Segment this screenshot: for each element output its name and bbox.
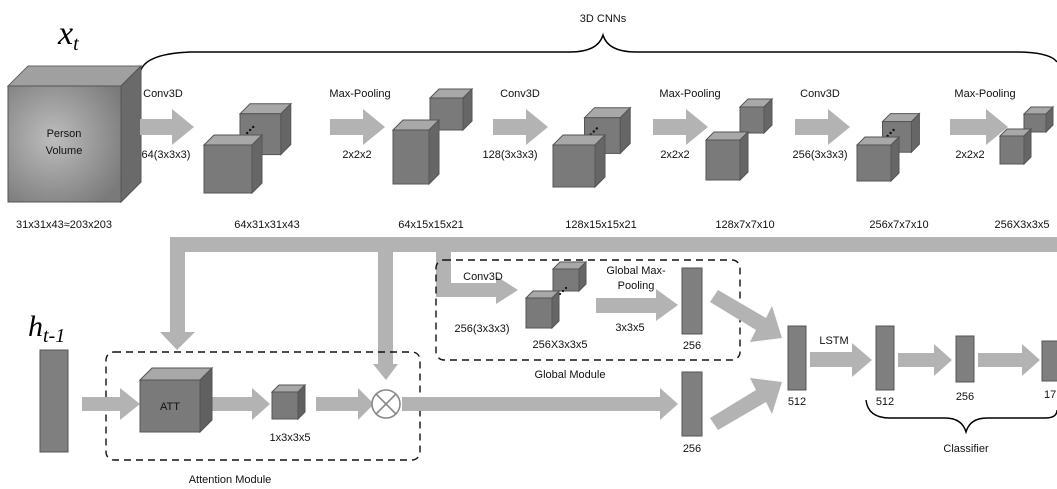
global-conv-param: 256(3x3x3) bbox=[454, 323, 509, 335]
cnn-arrows bbox=[140, 109, 1008, 145]
pool-arrow-1 bbox=[330, 109, 385, 145]
input-x-label: xt bbox=[57, 15, 79, 55]
global-front bbox=[524, 289, 561, 330]
op-label-5: Conv3D bbox=[800, 88, 840, 100]
op-label-6: Max-Pooling bbox=[954, 88, 1015, 100]
global-pool-arrow bbox=[596, 289, 678, 321]
global-pool-label-2: Pooling bbox=[618, 280, 655, 292]
op-param-1: 64(3x3x3) bbox=[142, 149, 191, 161]
dims-label-1: 64x31x31x43 bbox=[234, 219, 299, 231]
op-label-4: Max-Pooling bbox=[659, 88, 720, 100]
cnn-brace bbox=[139, 32, 1057, 75]
pool-arrow-3 bbox=[950, 109, 1008, 145]
conv-arrow-1 bbox=[140, 109, 194, 145]
person-volume-cube: Person Volume bbox=[6, 64, 143, 204]
pool1-front bbox=[391, 118, 441, 186]
concat-feature-bar bbox=[787, 325, 807, 391]
multiply-icon bbox=[371, 389, 401, 419]
classifier-arrow-2 bbox=[978, 344, 1040, 376]
op-param-6: 2x2x2 bbox=[955, 149, 984, 161]
merge-arrows bbox=[710, 290, 782, 430]
classifier-arrow-1 bbox=[898, 344, 952, 376]
hidden-state-bar bbox=[39, 349, 69, 453]
global-back bbox=[551, 260, 588, 293]
attention-map-dims: 1x3x3x5 bbox=[270, 432, 311, 444]
op-label-3: Conv3D bbox=[500, 88, 540, 100]
classifier-hidden-bar bbox=[955, 335, 975, 383]
dims-label-4: 128x7x7x10 bbox=[715, 219, 774, 231]
concat-size: 512 bbox=[788, 396, 806, 408]
classifier-size-3: 17 bbox=[1044, 389, 1056, 401]
classifier-title: Classifier bbox=[943, 443, 989, 455]
classifier-size-2: 256 bbox=[956, 391, 974, 403]
pool2-front bbox=[704, 130, 750, 182]
op-param-2: 2x2x2 bbox=[342, 149, 371, 161]
global-feature-bar bbox=[681, 267, 703, 335]
person-volume-label: Person bbox=[47, 128, 82, 140]
pool2-back bbox=[738, 97, 774, 135]
op-param-3: 128(3x3x3) bbox=[482, 149, 537, 161]
dims-label-3: 128x15x15x21 bbox=[565, 219, 637, 231]
classifier-output-bar bbox=[1041, 340, 1057, 382]
input-dims-label: 31x31x43≈203x203 bbox=[16, 219, 112, 231]
lstm-arrow bbox=[810, 343, 872, 377]
cnn-cubes bbox=[202, 87, 1055, 195]
conv-arrow-3 bbox=[795, 109, 850, 145]
feature-distribution-arrows bbox=[160, 237, 1057, 364]
conv1-cubes-dots bbox=[246, 125, 255, 135]
att-cube: ATT bbox=[138, 366, 214, 434]
global-pool-param: 3x3x5 bbox=[615, 322, 644, 334]
lstm-output-bar bbox=[875, 325, 895, 391]
attention-module-title: Attention Module bbox=[189, 474, 272, 486]
attention-arrows bbox=[82, 364, 678, 420]
classifier-brace bbox=[865, 399, 1057, 435]
op-param-5: 256(3x3x3) bbox=[792, 149, 847, 161]
attention-map-cube bbox=[270, 383, 307, 421]
pool-arrow-2 bbox=[653, 109, 708, 145]
pool3-back bbox=[1022, 105, 1055, 134]
hidden-state-label: ht-1 bbox=[28, 310, 65, 347]
attention-feature-size: 256 bbox=[683, 443, 701, 455]
dims-label-6: 256X3x3x5 bbox=[994, 219, 1049, 231]
lstm-label: LSTM bbox=[819, 335, 848, 347]
cnn-title: 3D CNNs bbox=[580, 13, 627, 25]
conv1-cubes-front bbox=[202, 133, 264, 195]
global-conv-cubes bbox=[524, 260, 588, 330]
classifier-size-1: 512 bbox=[876, 396, 894, 408]
att-label: ATT bbox=[160, 401, 180, 413]
conv-arrow-2 bbox=[493, 109, 548, 145]
person-volume-label-2: Volume bbox=[46, 145, 83, 157]
pool3-front bbox=[998, 127, 1033, 166]
op-label-1: Conv3D bbox=[143, 88, 183, 100]
conv3-cubes-front bbox=[855, 135, 901, 183]
global-conv-label: Conv3D bbox=[463, 271, 503, 283]
global-pool-label: Global Max- bbox=[606, 265, 666, 277]
global-feature-size: 256 bbox=[683, 340, 701, 352]
attention-feature-bar bbox=[681, 371, 703, 437]
global-block-dims: 256X3x3x5 bbox=[532, 339, 587, 351]
global-module-title: Global Module bbox=[535, 369, 606, 381]
dims-label-2: 64x15x15x21 bbox=[398, 219, 463, 231]
dims-label-5: 256x7x7x10 bbox=[869, 219, 928, 231]
op-param-4: 2x2x2 bbox=[660, 149, 689, 161]
conv2-cubes-front bbox=[551, 133, 607, 189]
op-label-2: Max-Pooling bbox=[329, 88, 390, 100]
